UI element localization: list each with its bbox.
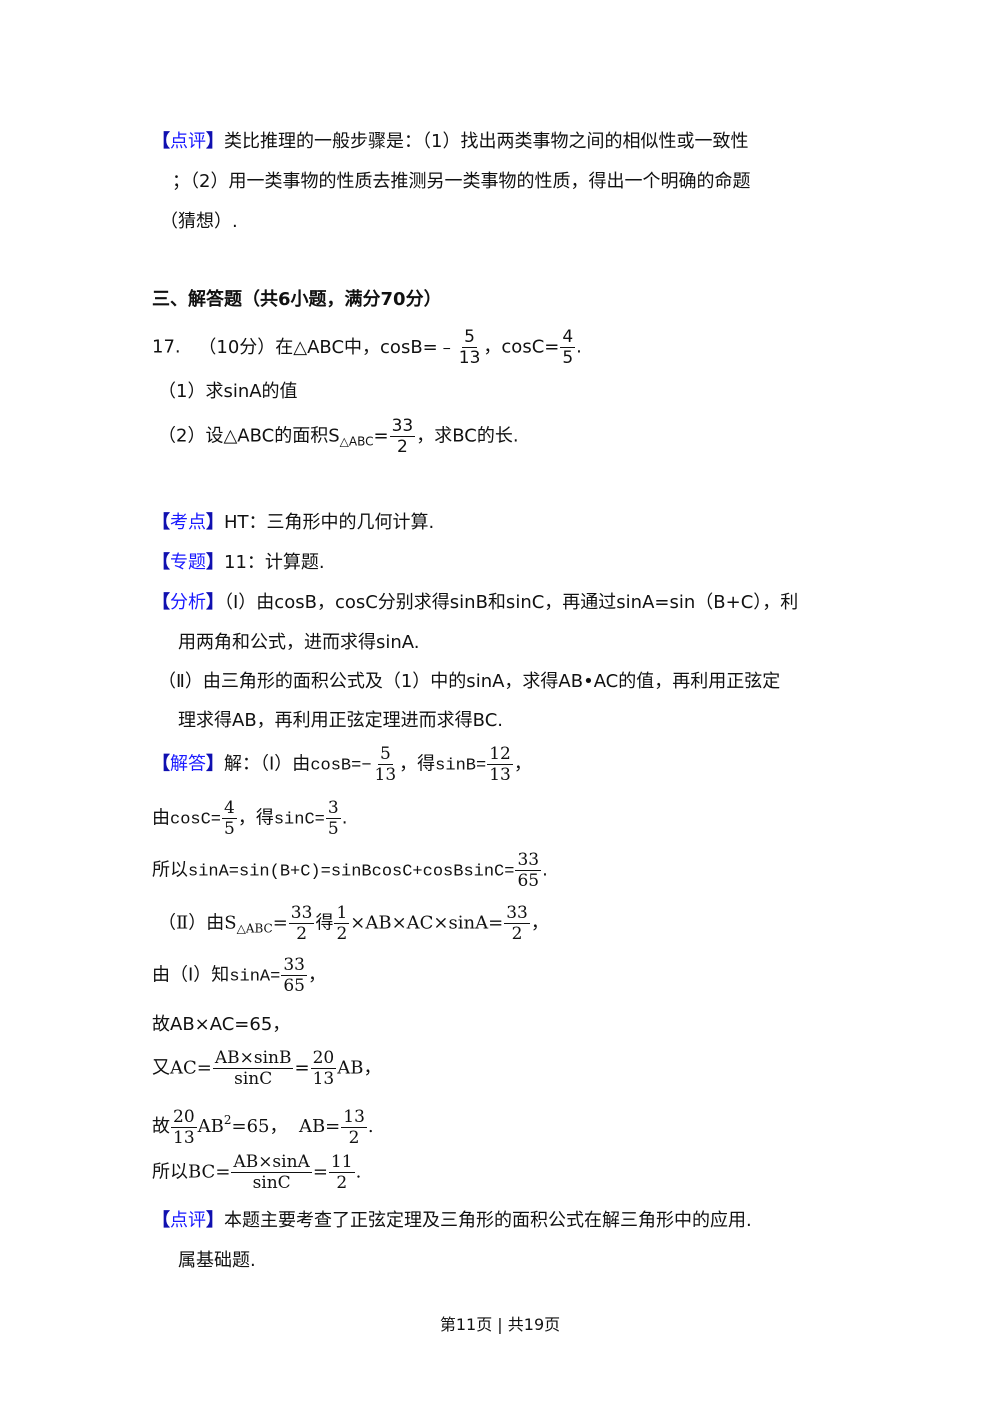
- jieda-tag: 解答: [170, 753, 206, 775]
- bracket-open: 【: [152, 131, 170, 152]
- bracket-open: 【: [152, 512, 170, 533]
- review-text: 本题主要考查了正弦定理及三角形的面积公式在解三角形中的应用.: [224, 1210, 752, 1231]
- bracket-open: 【: [152, 753, 170, 775]
- zhuanti-tag: 专题: [170, 552, 206, 573]
- kaodian-tag: 考点: [170, 512, 206, 533]
- fenxi-line2: 用两角和公式，进而求得sinA.: [178, 632, 420, 653]
- bracket-close: 】: [206, 592, 224, 613]
- prev-review-text: 类比推理的一般步骤是：（1）找出两类事物之间的相似性或一致性: [224, 131, 749, 152]
- bracket-close: 】: [206, 552, 224, 573]
- fenxi-line3: （Ⅱ）由三角形的面积公式及（1）中的sinA，求得AB•AC的值，再利用正弦定: [158, 671, 781, 692]
- kaodian-text: HT：三角形中的几何计算.: [224, 512, 435, 533]
- bracket-close: 】: [206, 1210, 224, 1231]
- zhuanti-line: 【专题】11：计算题.: [152, 551, 325, 575]
- zhuanti-text: 11：计算题.: [224, 552, 325, 573]
- fenxi-line1: 【分析】（Ⅰ）由cosB，cosC分别求得sinB和sinC，再通过sinA=s…: [152, 591, 798, 615]
- prev-review-line2: ；（2）用一类事物的性质去推测另一类事物的性质，得出一个明确的命题: [172, 171, 751, 192]
- prev-review-tag: 点评: [170, 131, 206, 152]
- prev-review-line1: 【点评】类比推理的一般步骤是：（1）找出两类事物之间的相似性或一致性: [152, 130, 748, 154]
- bracket-close: 】: [206, 512, 224, 533]
- section-heading: 三、解答题（共6小题，满分70分）: [152, 289, 442, 310]
- bracket-close: 】: [206, 753, 224, 775]
- review-tag: 点评: [170, 1210, 206, 1231]
- fenxi-tag: 分析: [170, 592, 206, 613]
- prev-review-line3: （猜想）.: [160, 211, 238, 232]
- kaodian-line: 【考点】HT：三角形中的几何计算.: [152, 511, 434, 535]
- page-number: 第11页 | 共19页: [439, 1315, 561, 1334]
- bracket-open: 【: [152, 552, 170, 573]
- fenxi-text: （Ⅰ）由cosB，cosC分别求得sinB和sinC，再通过sinA=sin（B…: [224, 592, 799, 613]
- review-line1: 【点评】本题主要考查了正弦定理及三角形的面积公式在解三角形中的应用.: [152, 1209, 752, 1233]
- problem-number: 17.: [152, 336, 181, 358]
- review-line2: 属基础题.: [178, 1250, 256, 1271]
- bracket-open: 【: [152, 1210, 170, 1231]
- bracket-close: 】: [206, 131, 224, 152]
- problem-part1: （1）求sinA的值: [158, 381, 298, 402]
- bracket-open: 【: [152, 592, 170, 613]
- fenxi-line4: 理求得AB，再利用正弦定理进而求得BC.: [178, 710, 503, 731]
- problem-points: （10分）在△ABC中，cosB=﹣: [198, 336, 456, 358]
- jieda-line6: 故AB×AC=65，: [152, 1014, 291, 1035]
